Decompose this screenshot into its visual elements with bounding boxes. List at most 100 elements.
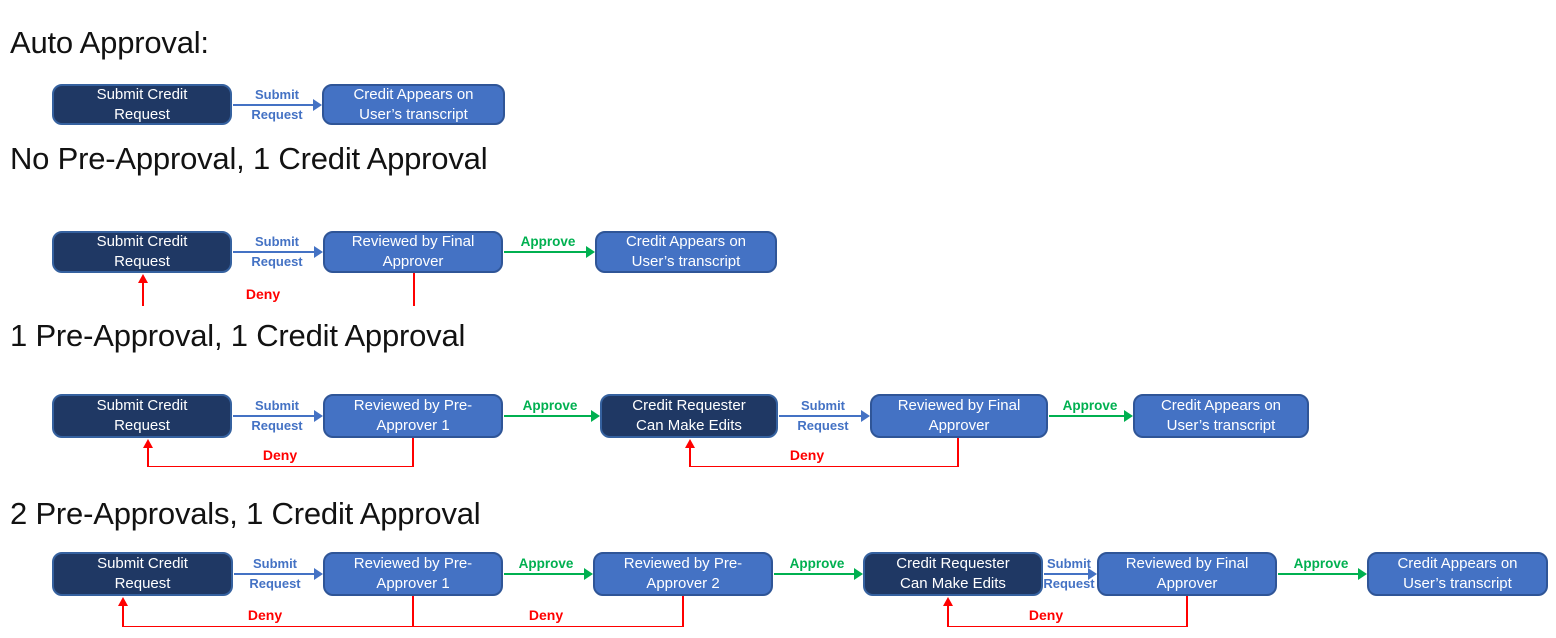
section-heading: 1 Pre-Approval, 1 Credit Approval xyxy=(10,318,466,353)
deny-arrow-line xyxy=(122,605,124,627)
arrowhead-right-icon xyxy=(586,246,595,258)
deny-return-line xyxy=(148,465,413,467)
submit-request-label-line: Request xyxy=(797,418,849,433)
approve-arrow-line xyxy=(1278,573,1359,575)
flow-node-label-line: Credit Appears on xyxy=(1160,397,1282,414)
deny-drop-line xyxy=(957,438,959,467)
submit-arrow-line xyxy=(779,415,862,417)
flow-node-label-line: Credit Appears on xyxy=(353,85,474,103)
arrowhead-right-icon xyxy=(1358,568,1367,580)
flow-node: Reviewed by Pre- Approver 2 xyxy=(593,552,773,596)
submit-arrow-line xyxy=(233,415,315,417)
approve-label: Approve xyxy=(789,556,845,571)
flow-node: Credit Appears on User’s transcript xyxy=(595,231,777,273)
section-heading: 2 Pre-Approvals, 1 Credit Approval xyxy=(10,496,481,531)
flow-node-label-line: Submit Credit xyxy=(97,555,188,572)
arrowhead-right-icon xyxy=(584,568,593,580)
flow-node: Credit Appears on User’s transcript xyxy=(322,84,505,125)
flow-node-label-line: Submit Credit xyxy=(96,397,188,414)
flow-node-label-line: Approver xyxy=(928,417,990,434)
arrowhead-right-icon xyxy=(314,568,323,580)
flow-node-label-line: Request xyxy=(114,575,171,592)
approve-arrow-line xyxy=(504,573,585,575)
arrowhead-up-icon xyxy=(943,597,953,606)
flow-node: Reviewed by Pre-Approver 1 xyxy=(323,394,503,438)
deny-drop-line xyxy=(412,438,414,467)
flow-node-label-line: Reviewed by Final xyxy=(1125,555,1249,572)
arrowhead-up-icon xyxy=(143,439,153,448)
arrowhead-up-icon xyxy=(118,597,128,606)
submit-arrow-line xyxy=(233,103,314,106)
arrowhead-right-icon xyxy=(314,246,323,258)
approve-label: Approve xyxy=(1293,556,1349,571)
flow-node-label-line: Request xyxy=(114,105,170,123)
submit-request-label-line: Request xyxy=(251,106,303,122)
deny-label: Deny xyxy=(262,447,298,463)
submit-request-label-line: Submit xyxy=(254,86,300,102)
section-heading: Auto Approval: xyxy=(10,25,209,60)
submit-request-label-line: Submit xyxy=(1046,556,1092,571)
submit-arrow-line xyxy=(233,251,315,253)
deny-label: Deny xyxy=(245,286,281,302)
flow-node: Reviewed by Pre- Approver 1 xyxy=(323,552,503,596)
approve-label: Approve xyxy=(522,398,578,413)
approve-arrow-line xyxy=(1049,415,1125,417)
deny-arrow-line xyxy=(947,605,949,627)
flow-node-label-line: Reviewed by Pre- xyxy=(623,555,743,572)
submit-request-label-line: Request xyxy=(249,576,301,591)
flow-node-label-line: Approver xyxy=(382,253,444,270)
approve-label: Approve xyxy=(1062,398,1118,413)
flow-node-label-line: Request xyxy=(114,417,170,434)
approve-arrow-line xyxy=(504,415,592,417)
deny-label: Deny xyxy=(528,607,564,623)
deny-arrow-line xyxy=(689,447,691,467)
submit-request-label-line: Request xyxy=(251,418,303,433)
flow-node-label-line: Credit Appears on xyxy=(625,233,747,250)
submit-request-label-line: Request xyxy=(1043,576,1095,591)
deny-drop-line xyxy=(1186,596,1188,627)
deny-drop-line xyxy=(413,273,415,306)
deny-arrow-line xyxy=(142,282,144,306)
submit-request-label-line: Submit xyxy=(254,234,300,249)
flow-node-label-line: Reviewed by Final xyxy=(897,397,1021,414)
deny-drop-line xyxy=(412,596,414,627)
submit-request-label-line: Submit xyxy=(252,556,298,571)
submit-request-label-line: Submit xyxy=(800,398,846,413)
submit-request-label-line: Request xyxy=(251,254,303,269)
section-heading: No Pre-Approval, 1 Credit Approval xyxy=(10,141,488,176)
flow-node-label-line: User’s transcript xyxy=(1166,417,1276,434)
flow-node-label-line: Submit Credit xyxy=(96,233,188,250)
flow-node-label-line: User’s transcript xyxy=(359,105,468,123)
arrowhead-right-icon xyxy=(1124,410,1133,422)
flow-node-label-line: Approver 1 xyxy=(376,575,450,592)
submit-arrow-line xyxy=(1044,573,1089,575)
arrowhead-up-icon xyxy=(685,439,695,448)
arrowhead-right-icon xyxy=(314,410,323,422)
flow-node-label-line: Credit Requester xyxy=(632,397,746,414)
submit-request-label-line: Submit xyxy=(254,398,300,413)
flow-node-label-line: Reviewed by Pre- xyxy=(353,397,473,414)
flow-node-label-line: Submit Credit xyxy=(96,85,188,103)
submit-arrow-line xyxy=(234,573,315,575)
flow-node-label-line: Approver xyxy=(1156,575,1218,592)
approve-label: Approve xyxy=(520,234,576,249)
flow-node-label-line: Reviewed by Pre- xyxy=(353,555,473,572)
flow-node-label-line: Can Make Edits xyxy=(900,575,1006,592)
flow-node-label-line: User’s transcript xyxy=(631,253,741,270)
flow-node-label-line: Approver 2 xyxy=(646,575,720,592)
arrowhead-right-icon xyxy=(1088,568,1097,580)
deny-return-line xyxy=(948,625,1187,627)
